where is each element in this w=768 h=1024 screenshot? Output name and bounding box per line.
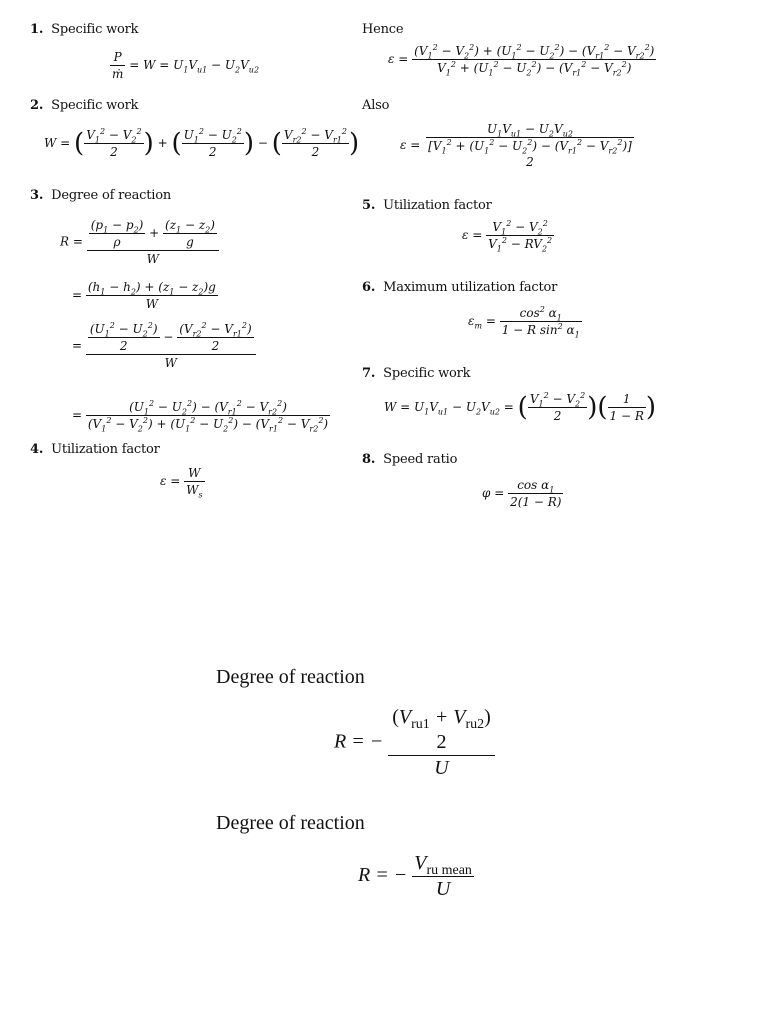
bottom-title-2: Degree of reaction	[216, 812, 365, 834]
section-6: 6.Maximum utilization factor εm = cos2 α…	[362, 280, 752, 339]
section-3: 3.Degree of reaction R = (p1 − p2)ρ + (z…	[30, 188, 360, 433]
section-heading: 3.Degree of reaction	[30, 188, 172, 203]
equation-hence: ε = (V12 − V22) + (U12 − U22) − (Vr12 − …	[388, 43, 657, 78]
equation-3d: = (U12 − U22) − (Vr12 − Vr22)(V12 − V22)…	[72, 399, 331, 434]
also-label: Also	[362, 98, 390, 113]
section-heading: 6.Maximum utilization factor	[362, 280, 558, 295]
also-block: Also ε = U1Vu1 − U2Vu2[V12 + (U12 − U22)…	[362, 98, 752, 169]
section-heading: 4.Utilization factor	[30, 442, 160, 457]
equation-also: ε = U1Vu1 − U2Vu2[V12 + (U12 − U22) − (V…	[400, 122, 634, 169]
section-heading: 1.Specific work	[30, 22, 139, 37]
section-heading: 8.Speed ratio	[362, 452, 458, 467]
hence-label: Hence	[362, 22, 404, 37]
bottom-title-1: Degree of reaction	[216, 666, 365, 688]
hence-block: Hence ε = (V12 − V22) + (U12 − U22) − (V…	[362, 22, 752, 77]
section-7: 7.Specific work W = U1Vu1 − U2Vu2 = (V12…	[362, 366, 752, 423]
section-heading: 5.Utilization factor	[362, 198, 492, 213]
section-heading: 7.Specific work	[362, 366, 471, 381]
section-heading: 2.Specific work	[30, 98, 139, 113]
